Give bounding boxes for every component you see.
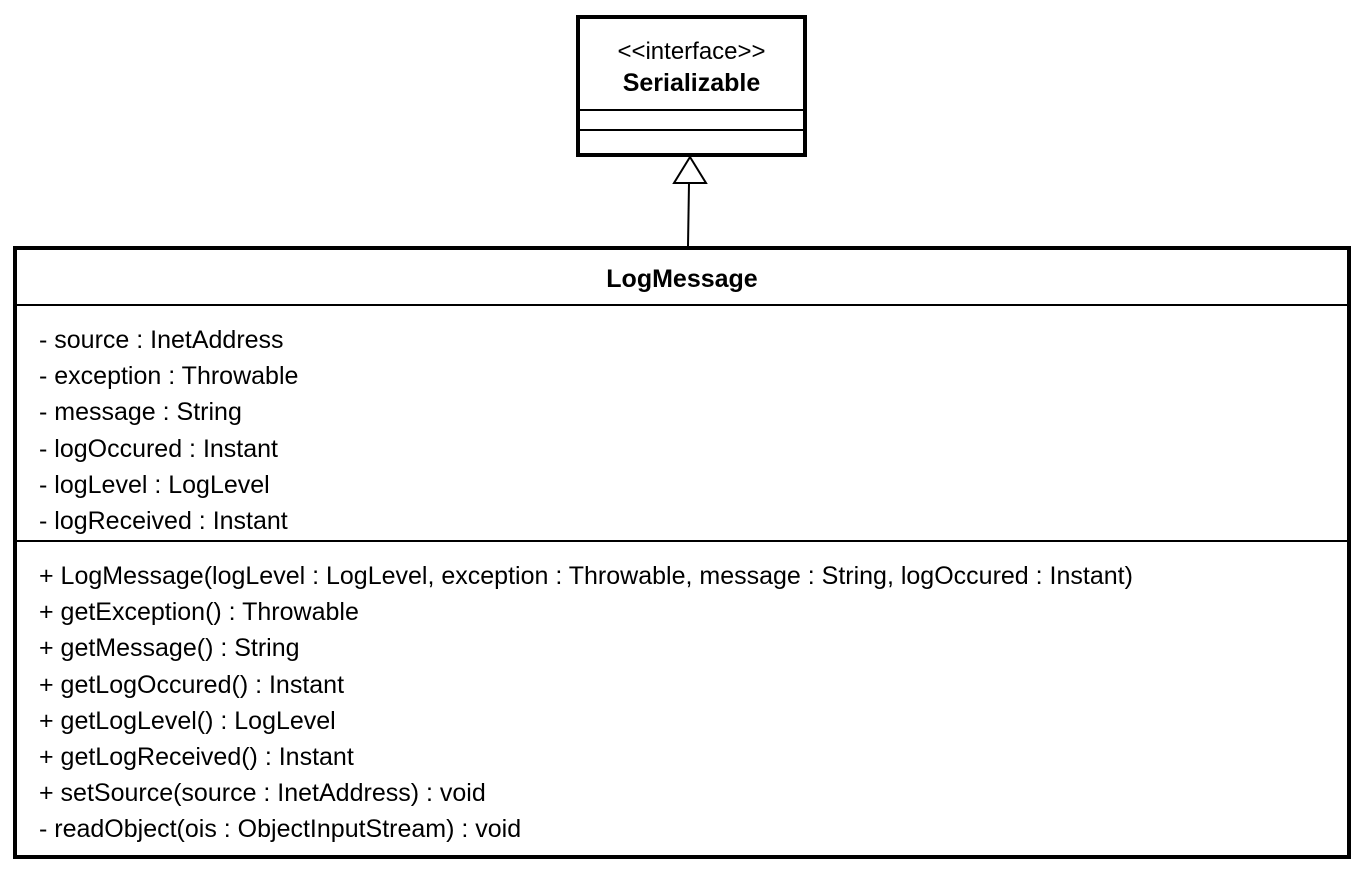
operation-item: - readObject(ois : ObjectInputStream) : … bbox=[39, 815, 522, 844]
interface-stereotype: <<interface>> bbox=[617, 38, 766, 65]
class-attributes-compartment: - source : InetAddress - exception : Thr… bbox=[17, 306, 1347, 542]
operation-item: + getLogOccured() : Instant bbox=[39, 670, 345, 699]
attribute-item: - logReceived : Instant bbox=[39, 507, 288, 536]
operation-item: + getLogLevel() : LogLevel bbox=[39, 706, 336, 735]
operation-item: + getException() : Throwable bbox=[39, 598, 359, 627]
attribute-item: - logOccured : Instant bbox=[39, 434, 279, 463]
interface-name: Serializable bbox=[622, 69, 761, 97]
interface-serializable-box[interactable]: <<interface>> Serializable bbox=[576, 15, 807, 157]
attribute-item: - exception : Throwable bbox=[39, 362, 299, 391]
realization-arrowhead-icon bbox=[672, 155, 708, 184]
realization-line bbox=[687, 182, 690, 247]
attribute-item: - source : InetAddress bbox=[39, 326, 284, 354]
interface-attributes-compartment bbox=[580, 111, 803, 131]
operation-item: + getMessage() : String bbox=[39, 634, 300, 663]
interface-header: <<interface>> Serializable bbox=[580, 19, 803, 111]
class-header: LogMessage bbox=[17, 250, 1347, 306]
class-operations-compartment: + LogMessage(logLevel : LogLevel, except… bbox=[17, 542, 1347, 848]
class-logmessage-box[interactable]: LogMessage - source : InetAddress - exce… bbox=[13, 246, 1351, 859]
attribute-item: - logLevel : LogLevel bbox=[39, 470, 270, 499]
operation-item: + LogMessage(logLevel : LogLevel, except… bbox=[39, 562, 1133, 590]
attribute-item: - message : String bbox=[39, 398, 242, 427]
operation-item: + getLogReceived() : Instant bbox=[39, 743, 354, 772]
operation-item: + setSource(source : InetAddress) : void bbox=[39, 779, 486, 808]
class-name: LogMessage bbox=[606, 265, 758, 293]
